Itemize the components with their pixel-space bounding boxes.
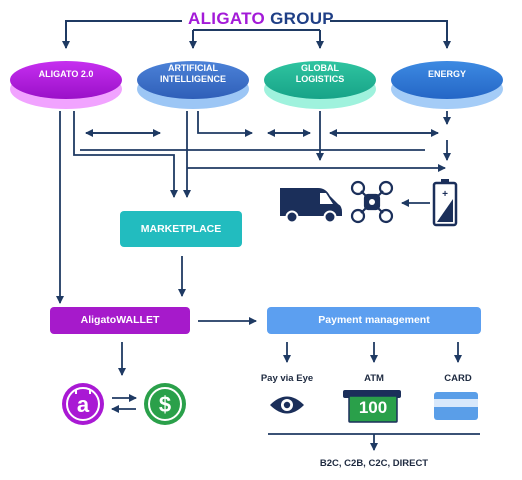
- eye-icon: [270, 396, 304, 414]
- division-label-ai: ARTIFICIAL INTELLIGENCE: [143, 63, 243, 85]
- title-connectors: [62, 20, 451, 49]
- footer-label: B2C, C2B, C2C, DIRECT: [319, 458, 429, 469]
- payment-box: [267, 307, 481, 334]
- division-label-line1: ENERGY: [427, 69, 466, 79]
- division-label-line1: GLOBAL: [301, 63, 339, 73]
- division-label-aligato: ALIGATO 2.0: [16, 69, 116, 80]
- svg-text:a: a: [77, 392, 90, 417]
- van-icon: [280, 188, 342, 224]
- division-label-energy: ENERGY: [397, 69, 497, 80]
- division-pill-energy: [391, 61, 503, 109]
- card-icon: [434, 392, 478, 420]
- marketplace-label: MARKETPLACE: [140, 223, 222, 235]
- svg-text:+: +: [442, 189, 448, 200]
- division-pill-ai: [137, 61, 249, 109]
- division-label-line2: LOGISTICS: [295, 74, 345, 84]
- division-label-logistics: GLOBAL LOGISTICS: [270, 63, 370, 85]
- drone-icon: [350, 180, 394, 224]
- battery-icon: +: [432, 179, 458, 227]
- page-title: ALIGATO GROUP: [0, 9, 522, 29]
- division-label-line1: ARTIFICIAL: [168, 63, 218, 73]
- title-rest: GROUP: [265, 9, 334, 28]
- wallet-label: AligatoWALLET: [80, 314, 160, 326]
- title-brand: ALIGATO: [188, 9, 266, 28]
- network-connectors: [56, 111, 480, 451]
- atm-label: ATM: [364, 373, 384, 384]
- division-label-line1: ALIGATO 2.0: [38, 69, 94, 79]
- payment-label: Payment management: [318, 314, 430, 326]
- wallet-box: [50, 307, 190, 334]
- marketplace-box: [120, 211, 242, 247]
- division-pill-logistics: [264, 61, 376, 109]
- division-pill-aligato: [10, 61, 122, 109]
- atm-screen-text: 100: [358, 398, 388, 417]
- aligato-coin-icon: a: [62, 383, 104, 425]
- pay-via-eye-label: Pay via Eye: [260, 373, 314, 384]
- svg-text:$: $: [159, 392, 171, 417]
- atm-icon: [343, 390, 401, 423]
- division-label-line2: INTELLIGENCE: [159, 74, 226, 84]
- dollar-coin-icon: $: [144, 383, 186, 425]
- card-label: CARD: [444, 373, 472, 384]
